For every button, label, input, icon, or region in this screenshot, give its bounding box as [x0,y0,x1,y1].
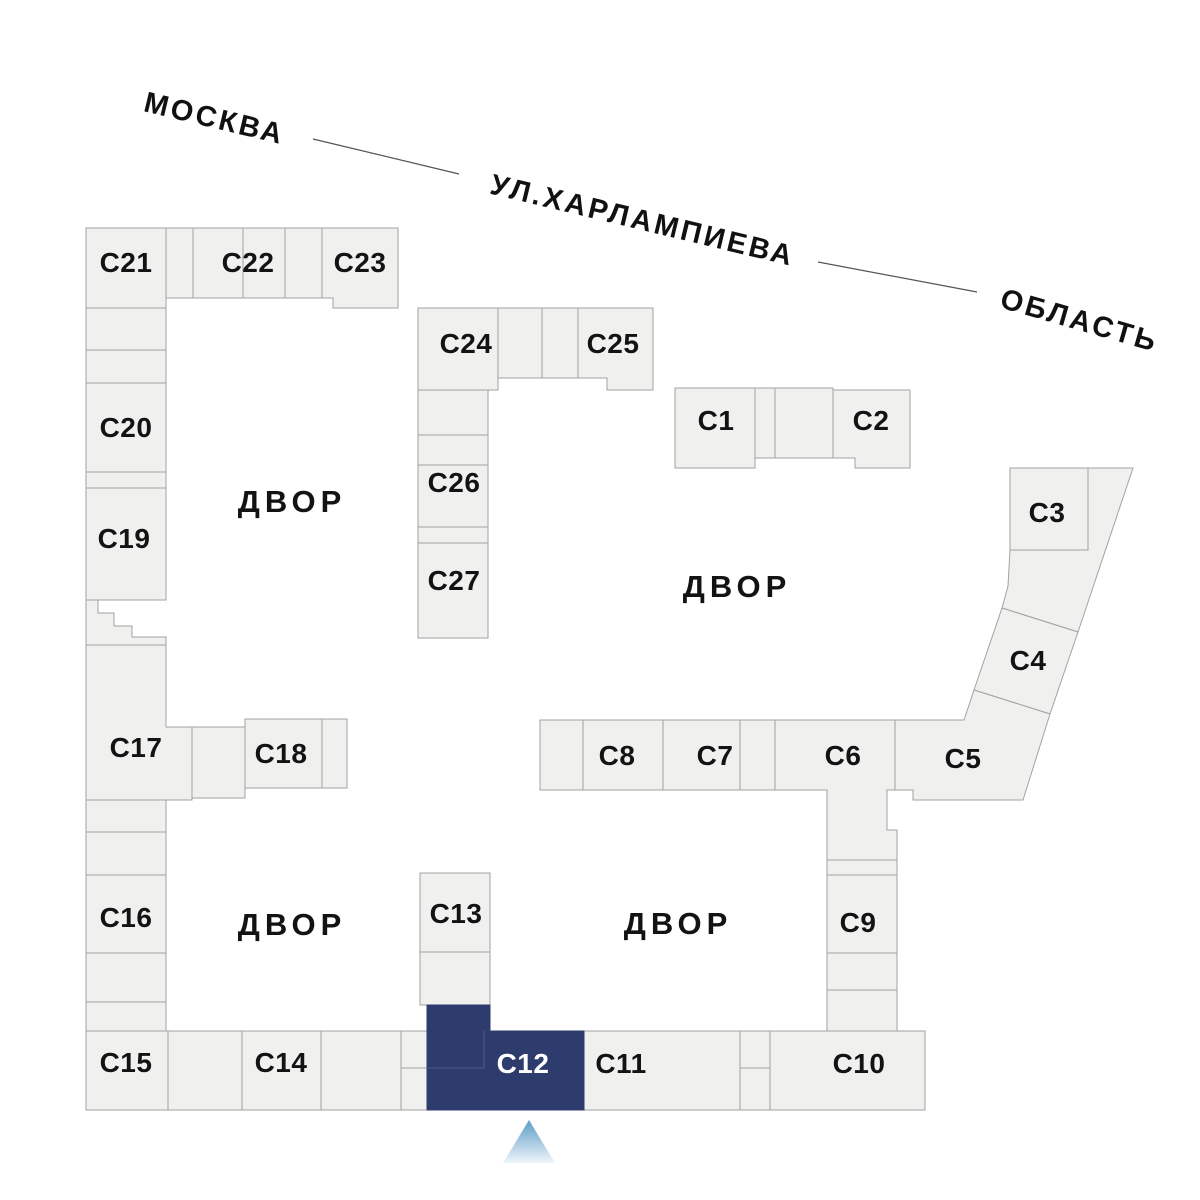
section-c22-label: С22 [222,247,275,278]
section-c2[interactable] [832,389,911,469]
building-segment [85,952,167,1003]
section-c9[interactable] [826,874,898,954]
building-segment [774,387,834,459]
section-c12-label: С12 [497,1048,550,1079]
section-c24[interactable] [417,307,499,391]
section-c27-label: С27 [428,565,481,596]
section-c5[interactable] [894,689,1051,801]
section-c8-label: С8 [599,740,636,771]
building-segment [85,307,167,351]
section-c16-label: С16 [100,902,153,933]
building-segment [284,227,323,299]
section-c11[interactable] [583,1030,741,1111]
building-segment [242,227,286,299]
section-c3[interactable] [1009,467,1089,551]
section-c5-label: С5 [945,743,982,774]
building-segment-stairs [85,599,167,646]
section-c7[interactable] [662,719,741,791]
section-c18[interactable] [244,718,323,789]
courtyard-label-bottom-left: ДВОР [238,907,347,942]
section-c10-label: С10 [833,1048,886,1079]
building-segment [165,227,194,299]
section-c23[interactable] [321,227,399,309]
section-c19-label: С19 [98,523,151,554]
section-c15[interactable] [85,1030,169,1111]
building-segment [167,1030,243,1111]
courtyard-label-bottom-right: ДВОР [624,906,733,941]
section-c27[interactable] [417,542,489,639]
section-c8[interactable] [582,719,664,791]
section-c13-label: С13 [430,898,483,929]
building-segment [497,307,543,379]
building-segment [826,952,898,991]
section-c14-label: С14 [255,1047,308,1078]
section-c14[interactable] [241,1030,322,1111]
section-c21[interactable] [85,227,167,309]
building-segment [321,718,348,789]
section-c11-label: С11 [595,1048,646,1079]
building-segment [419,951,491,1006]
section-c9-label: С9 [840,907,877,938]
building-segment [739,1067,771,1111]
building-segment [192,227,244,299]
building-segment [417,389,489,436]
selected-section-pointer [503,1120,555,1163]
building-segment [417,526,489,544]
section-c16[interactable] [85,874,167,954]
section-c3-label: С3 [1029,497,1066,528]
building-segment [417,434,489,466]
courtyard-label-top-left: ДВОР [238,484,347,519]
building-segment [85,831,167,876]
building-segment [320,1030,402,1111]
section-c1[interactable] [674,387,756,469]
section-c6-label: С6 [825,740,862,771]
section-c10[interactable] [769,1030,926,1111]
street-label-oblast: ОБЛАСТЬ [997,283,1163,359]
section-c25[interactable] [577,307,654,391]
street-line [817,261,978,293]
building-segment [85,799,167,833]
section-c17[interactable] [85,644,193,801]
building-segment [826,859,898,876]
building-segment [541,307,579,379]
street-line [312,138,460,175]
section-c2-label: С2 [853,405,890,436]
section-c4-label: С4 [1010,645,1047,676]
section-c7-label: С7 [697,740,734,771]
section-c17-label: С17 [110,732,163,763]
section-c21-label: С21 [100,247,153,278]
building-segment [85,1001,167,1032]
building-segment [191,726,246,799]
building-segment [85,349,167,384]
courtyard-label-top-right: ДВОР [683,569,792,604]
section-c26[interactable] [417,464,489,528]
section-c6[interactable] [774,719,898,861]
section-c20[interactable] [85,382,167,473]
section-c25-label: С25 [587,328,640,359]
building-segment [739,719,776,791]
street-label-kharlampieva: УЛ.ХАРЛАМПИЕВА [487,169,798,273]
building-segment [739,1030,771,1069]
section-c19[interactable] [85,487,167,601]
section-c1-label: С1 [698,405,735,436]
building-segment [754,387,776,459]
section-c13[interactable] [419,872,491,953]
building-segment [400,1030,428,1069]
section-c15-label: С15 [100,1047,153,1078]
section-c23-label: С23 [334,247,387,278]
street-label-moskva: МОСКВА [141,87,288,152]
section-c12-selected[interactable] [426,1004,585,1111]
building-segment [400,1067,428,1111]
building-segment [826,989,898,1032]
building-segment [85,471,167,489]
section-c26-label: С26 [428,467,481,498]
section-c24-label: С24 [440,328,493,359]
section-c18-label: С18 [255,738,308,769]
section-c20-label: С20 [100,412,153,443]
building-segment [539,719,584,791]
